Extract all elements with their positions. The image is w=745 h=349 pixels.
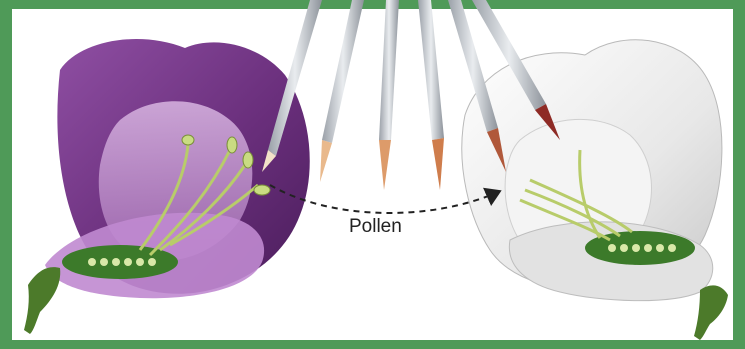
purple-stem xyxy=(24,267,60,334)
brush-3 xyxy=(379,0,399,190)
brush-4 xyxy=(418,0,444,190)
white-flower xyxy=(462,40,728,340)
brush-3-tip xyxy=(379,140,391,190)
brush-2 xyxy=(320,0,364,182)
white-stem xyxy=(694,285,728,340)
brush-4-tip xyxy=(432,138,444,190)
brush-2-tip xyxy=(320,140,332,182)
purple-flower xyxy=(24,39,310,334)
pollen-label: Pollen xyxy=(349,216,402,237)
